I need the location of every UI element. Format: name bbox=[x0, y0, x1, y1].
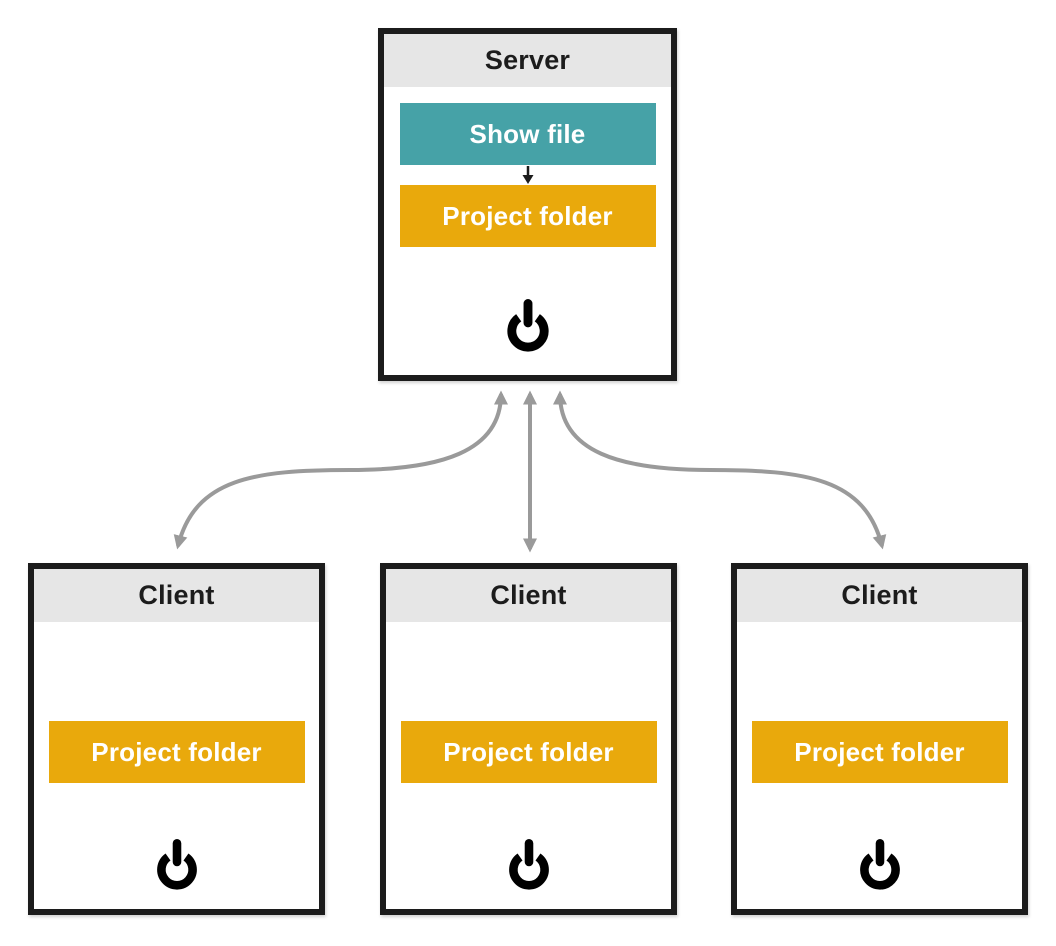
show-file-button: Show file bbox=[399, 103, 656, 165]
client-title: Client bbox=[34, 569, 319, 622]
server-client-arrow-right bbox=[553, 390, 887, 550]
power-icon bbox=[506, 299, 549, 352]
server-project-folder-button: Project folder bbox=[399, 185, 656, 247]
client-box-middle: Client Project folder bbox=[380, 563, 677, 915]
server-client-arrow-left bbox=[173, 390, 508, 550]
client-title: Client bbox=[386, 569, 671, 622]
power-icon bbox=[508, 838, 549, 890]
client-box-left: Client Project folder bbox=[28, 563, 325, 915]
server-box: Server Show file Project folder bbox=[378, 28, 677, 381]
client-project-folder-button: Project folder bbox=[48, 721, 305, 783]
power-icon bbox=[156, 838, 197, 890]
client-project-folder-button: Project folder bbox=[751, 721, 1008, 783]
client-project-folder-button: Project folder bbox=[400, 721, 657, 783]
client-box-right: Client Project folder bbox=[731, 563, 1028, 915]
server-title: Server bbox=[384, 34, 671, 87]
down-arrow-icon bbox=[522, 166, 533, 184]
client-title: Client bbox=[737, 569, 1022, 622]
power-icon bbox=[859, 838, 900, 890]
